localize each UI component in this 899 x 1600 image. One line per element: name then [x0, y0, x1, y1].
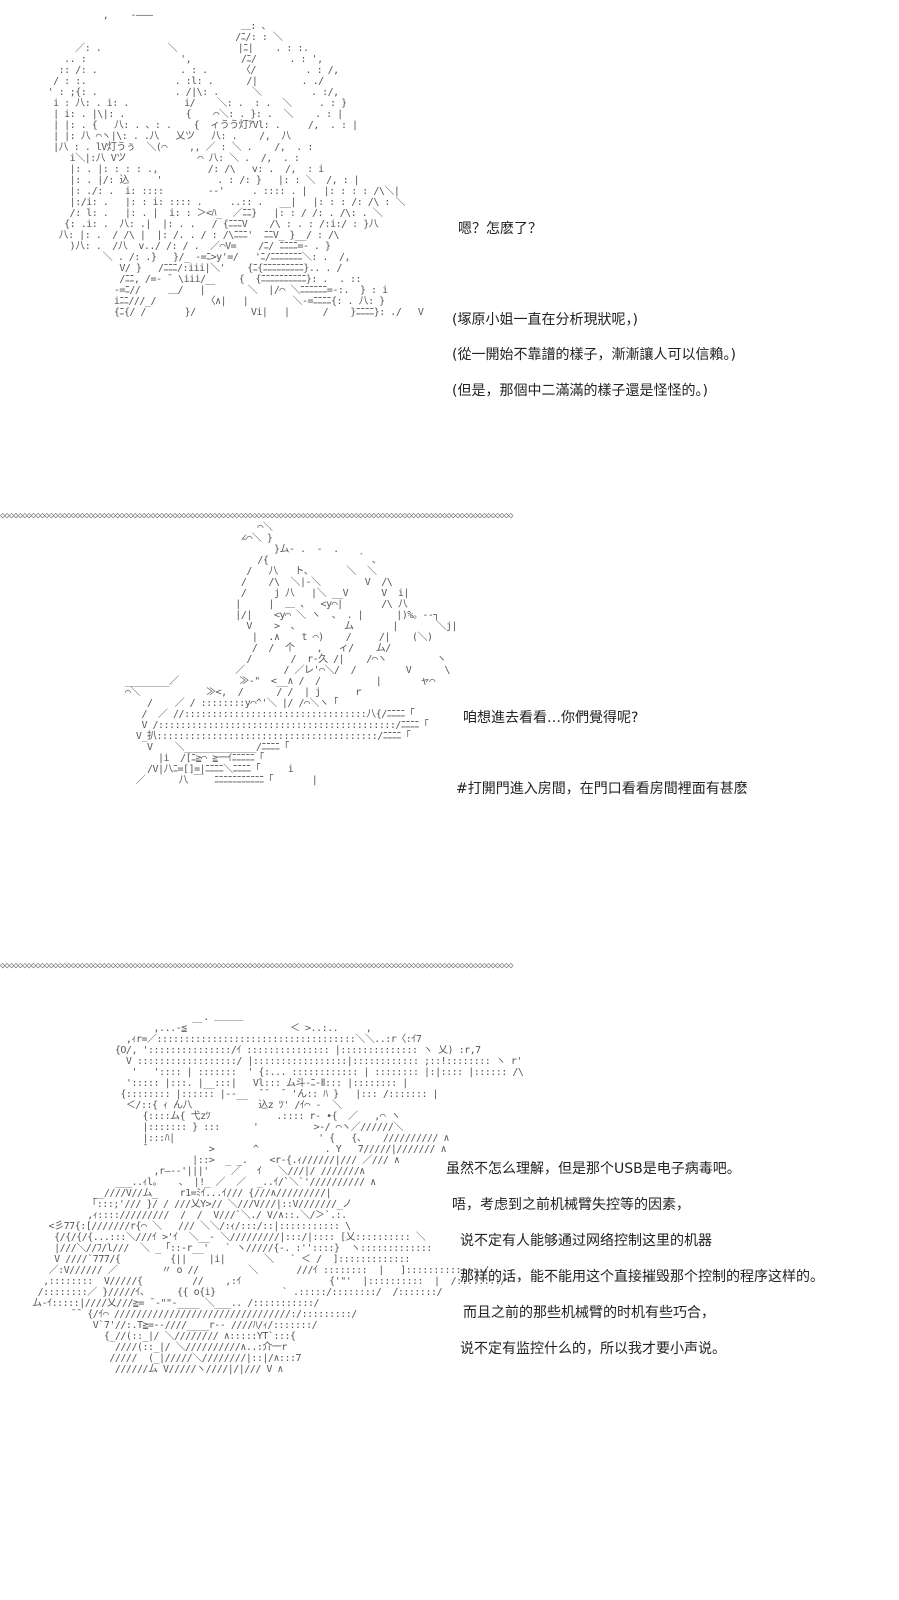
- panel-2: ⌒＼ ∠⌒＼ } }ム- . - . /{ ｀ 、: [0, 522, 899, 960]
- panel-divider: ◇◇◇◇◇◇◇◇◇◇◇◇◇◇◇◇◇◇◇◇◇◇◇◇◇◇◇◇◇◇◇◇◇◇◇◇◇◇◇◇…: [0, 512, 514, 521]
- dialogue-line: 说不定有人能够通过网络控制这里的机器: [460, 1233, 712, 1249]
- dialogue-line: 咱想進去看看…你們覺得呢?: [463, 710, 639, 726]
- dialogue-line: 而且之前的那些机械臂的时机有些巧合，: [463, 1305, 715, 1321]
- dialogue-line: 唔，考虑到之前机械臂失控等的因素，: [452, 1197, 690, 1213]
- dialogue-line: 说不定有监控什么的，所以我才要小声说。: [460, 1341, 726, 1357]
- dialogue-line: 虽然不怎么理解，但是那个USB是电子病毒吧。: [446, 1161, 741, 1177]
- dialogue-line: (從一開始不靠譜的樣子，漸漸讓人可以信賴。): [452, 347, 736, 363]
- panel-3: . ＿＿＿ ,...-≦ ￣ ＜ >..:.. , ,ｨr=／:::::::::…: [0, 972, 899, 1600]
- ascii-art-character-2: ⌒＼ ∠⌒＼ } }ム- . - . /{ ｀ 、: [124, 522, 458, 786]
- ascii-art-character-1: , -――― ＿: 、 /ﾆ/: : ＼ ／: . ＼ |ﾆ| . : :. .…: [47, 10, 424, 318]
- panel-1: , -――― ＿: 、 /ﾆ/: : ＼ ／: . ＼ |ﾆ| . : :. .…: [0, 0, 899, 510]
- dialogue-line: (但是，那個中二滿滿的樣子還是怪怪的。): [452, 383, 708, 399]
- dialogue-line: (塚原小姐一直在分析現狀呢，): [452, 312, 638, 328]
- ascii-art-character-3: . ＿＿＿ ,...-≦ ￣ ＜ >..:.. , ,ｨr=／:::::::::…: [32, 1012, 524, 1375]
- dialogue-line: 嗯？怎麽了？: [458, 221, 542, 237]
- dialogue-line: 那样的话，能不能用这个直接摧毁那个控制的程序这样的。: [460, 1269, 824, 1285]
- dialogue-line: #打開門進入房間，在門口看看房間裡面有甚麽: [456, 781, 748, 797]
- panel-divider: ◇◇◇◇◇◇◇◇◇◇◇◇◇◇◇◇◇◇◇◇◇◇◇◇◇◇◇◇◇◇◇◇◇◇◇◇◇◇◇◇…: [0, 962, 514, 971]
